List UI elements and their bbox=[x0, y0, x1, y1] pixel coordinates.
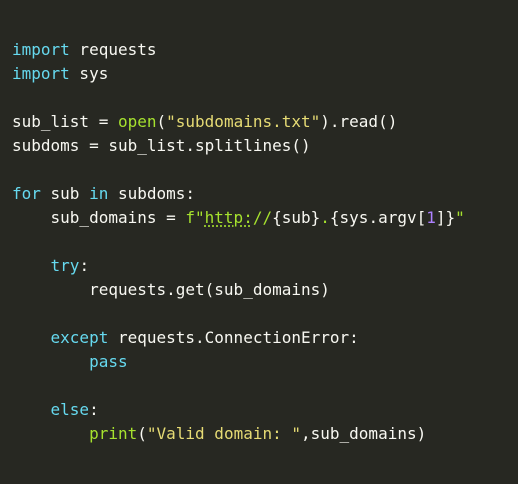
string-literal: "subdomains.txt" bbox=[166, 112, 321, 131]
keyword: in bbox=[89, 184, 109, 203]
number-literal: 1 bbox=[426, 208, 436, 227]
code-line-8: sub_domains = f"http://{sub}.{sys.argv[1… bbox=[12, 206, 518, 230]
code-line-6 bbox=[12, 158, 518, 182]
code-line-17: print("Valid domain: ",sub_domains) bbox=[12, 422, 518, 446]
code-text: {sub} bbox=[272, 208, 321, 227]
code-line-13: except requests.ConnectionError: bbox=[12, 326, 518, 350]
code-text: requests bbox=[69, 40, 157, 59]
code-line-12 bbox=[12, 302, 518, 326]
keyword: else bbox=[50, 400, 90, 419]
code-text: ).read() bbox=[320, 112, 398, 131]
string-literal: " bbox=[455, 208, 465, 227]
indent bbox=[12, 208, 51, 227]
code-line-3 bbox=[12, 86, 518, 110]
code-text: subdoms: bbox=[108, 184, 196, 203]
code-text: ( bbox=[156, 112, 167, 131]
fstring-prefix: f" bbox=[185, 208, 205, 227]
indent bbox=[12, 328, 51, 347]
code-text: requests.ConnectionError: bbox=[108, 328, 359, 347]
url-scheme: http: bbox=[204, 208, 253, 227]
code-line-9 bbox=[12, 230, 518, 254]
keyword: import bbox=[12, 40, 70, 59]
code-text: ( bbox=[137, 424, 147, 443]
string-literal: "Valid domain: " bbox=[146, 424, 301, 443]
code-line-2: import sys bbox=[12, 62, 518, 86]
code-text: sub_list = bbox=[12, 112, 118, 131]
builtin-function: open bbox=[117, 112, 157, 131]
code-text: : bbox=[79, 256, 90, 275]
keyword: for bbox=[12, 184, 41, 203]
code-text: {sys.argv[ bbox=[329, 208, 427, 227]
code-line-10: try: bbox=[12, 254, 518, 278]
indent bbox=[12, 256, 51, 275]
code-text: requests.get(sub_domains) bbox=[89, 280, 330, 299]
indent bbox=[12, 424, 89, 443]
code-line-15 bbox=[12, 374, 518, 398]
code-text: sys bbox=[69, 64, 109, 83]
code-text: : bbox=[89, 400, 99, 419]
code-line-4: sub_list = open("subdomains.txt").read() bbox=[12, 110, 518, 134]
code-text: subdoms = sub_list.splitlines() bbox=[12, 136, 311, 155]
indent bbox=[12, 280, 89, 299]
code-line-11: requests.get(sub_domains) bbox=[12, 278, 518, 302]
keyword: try bbox=[50, 256, 80, 275]
keyword: import bbox=[12, 64, 70, 83]
code-text: sub_domains = bbox=[50, 208, 186, 227]
indent bbox=[12, 352, 89, 371]
code-text: ]} bbox=[435, 208, 456, 227]
indent bbox=[12, 400, 51, 419]
string-literal: . bbox=[320, 208, 330, 227]
code-text: ,sub_domains) bbox=[301, 424, 427, 443]
code-line-16: else: bbox=[12, 398, 518, 422]
code-line-7: for sub in subdoms: bbox=[12, 182, 518, 206]
code-line-1: import requests bbox=[12, 38, 518, 62]
string-literal: // bbox=[252, 208, 273, 227]
code-line-14: pass bbox=[12, 350, 518, 374]
code-text: sub bbox=[40, 184, 90, 203]
builtin-function: print bbox=[89, 424, 138, 443]
code-line-5: subdoms = sub_list.splitlines() bbox=[12, 134, 518, 158]
keyword: except bbox=[50, 328, 109, 347]
keyword: pass bbox=[89, 352, 128, 371]
